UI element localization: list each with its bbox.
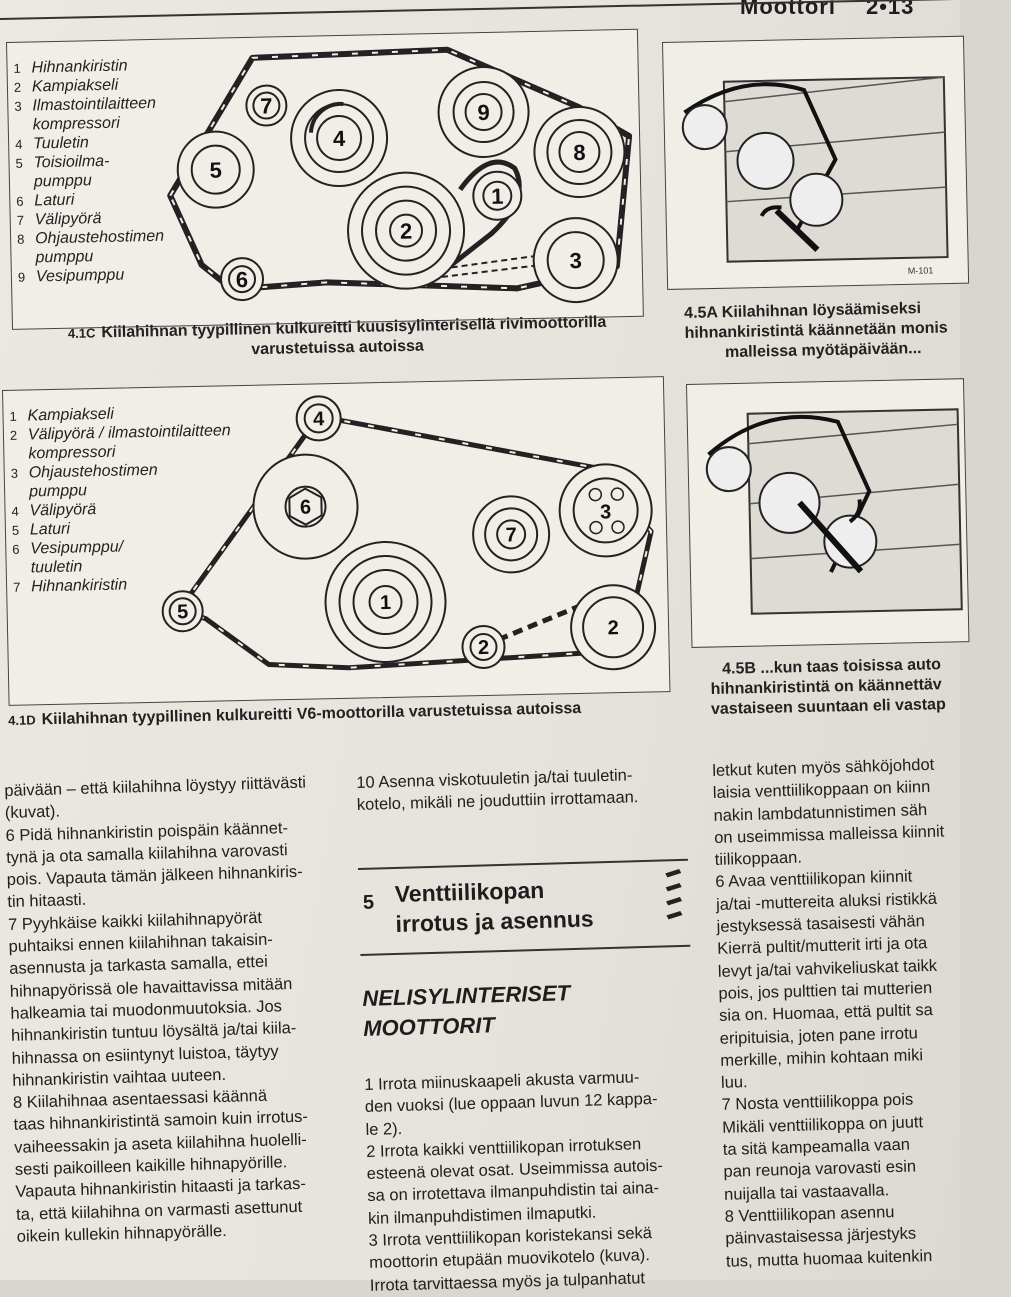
belt-diagram-inline6: 4 9 8 5 7 1 2 3 6 (167, 46, 633, 304)
legend-number: 5 (15, 155, 23, 171)
legend-label: Välipyörä (34, 210, 102, 229)
engine-photo-4-5b (705, 408, 963, 615)
svg-text:3: 3 (600, 501, 612, 523)
legend-label: Laturi (34, 191, 75, 210)
legend-number: 5 (11, 522, 20, 538)
legend-label: Vesipumppu (35, 266, 125, 286)
legend-label: Toisioilma- (33, 152, 110, 172)
legend-number: 8 (16, 231, 25, 247)
text-column-2: 1 Irrota miinuskaapeli akusta varmuu-den… (364, 1065, 702, 1297)
legend-number: 2 (13, 79, 22, 95)
section-title-line: irrotus ja asennus (395, 905, 594, 937)
figure-4-5b-caption: 4.5B ...kun taas toisissa auto hihnankir… (710, 654, 1011, 720)
svg-text:9: 9 (477, 100, 490, 125)
figure-4-1c-legend: 1 Hihnankiristin 2 Kampiakseli 3 Ilmastointil… (13, 56, 165, 287)
legend-number: 3 (14, 98, 22, 114)
text-column-1: päivään – että kiilahihna löystyy riittä… (4, 771, 349, 1248)
legend-line: 8 Ohjaustehostimen (17, 227, 164, 249)
legend-label: Kampiakseli (27, 405, 114, 425)
legend-label: Välipyörä (29, 501, 97, 520)
legend-label: tuuletin (30, 558, 83, 577)
text-column-2-top: 10 Asenna viskotuuletin ja/tai tuuletin-… (356, 763, 687, 817)
belt-diagram-v6: 4 6 3 7 5 1 2 2 (161, 395, 657, 671)
svg-text:8: 8 (573, 140, 586, 165)
legend-number: 2 (9, 427, 18, 443)
svg-text:1: 1 (491, 184, 504, 209)
legend-number: 7 (16, 212, 25, 228)
legend-number: 3 (10, 465, 19, 481)
svg-text:4: 4 (333, 126, 347, 151)
legend-line: 3 Ilmastointilaitteen (14, 94, 161, 116)
legend-label: Vesipumppu/ (30, 538, 124, 558)
legend-number: 1 (9, 408, 17, 424)
legend-number: 7 (12, 579, 21, 595)
difficulty-wrench-icon (665, 869, 683, 920)
legend-line: 9 Vesipumppu (18, 265, 165, 287)
figure-4-5a-caption: 4.5A Kiilahihnan löysäämiseksi hihnankir… (684, 298, 985, 364)
legend-label: Kampiakseli (31, 76, 119, 96)
legend-label: pumppu (33, 172, 92, 191)
svg-text:5: 5 (177, 601, 189, 623)
caption-number: 4.1D (8, 712, 36, 728)
header-page-number: 2•13 (865, 0, 915, 19)
section-title: Venttiilikopan irrotus ja asennus (394, 873, 594, 939)
header-section: Moottori (740, 0, 836, 19)
legend-label: kompressori (32, 114, 121, 134)
legend-label: Tuuletin (32, 134, 90, 153)
caption-line: Kiilahihnan tyypillinen kulkureitti V6-m… (41, 699, 582, 729)
legend-label: Ohjaustehostimen (34, 227, 165, 248)
photo-code: M-101 (908, 265, 934, 276)
svg-text:7: 7 (260, 93, 273, 118)
legend-label: pumppu (35, 248, 94, 267)
legend-label: Ohjaustehostimen (28, 461, 158, 482)
svg-text:6: 6 (300, 497, 312, 519)
figure-4-5b (686, 378, 970, 648)
figure-4-5a: M-101 (662, 35, 970, 290)
legend-label: pumppu (28, 482, 88, 501)
legend-label: Hihnankiristin (30, 576, 128, 596)
svg-text:7: 7 (505, 524, 517, 546)
svg-text:1: 1 (380, 592, 392, 614)
page-header: Moottori 2•13 (740, 0, 914, 20)
svg-text:2: 2 (400, 219, 413, 244)
legend-number: 9 (17, 269, 26, 285)
legend-label: Hihnankiristin (31, 57, 128, 77)
caption-number: 4.1C (67, 325, 96, 342)
section-number: 5 (362, 891, 375, 914)
legend-number: 6 (16, 193, 24, 209)
legend-number: 6 (12, 541, 20, 557)
legend-number: 4 (11, 503, 19, 519)
svg-text:4: 4 (313, 408, 325, 430)
engine-photo-4-5a: M-101 (681, 76, 949, 276)
section-5-header: 5 Venttiilikopan irrotus ja asennus (358, 858, 691, 956)
svg-text:6: 6 (236, 267, 249, 292)
svg-text:3: 3 (569, 248, 582, 273)
figure-4-1c: 1 Hihnankiristin 2 Kampiakseli 3 Ilmastointil… (6, 28, 644, 330)
svg-text:2: 2 (478, 637, 490, 659)
legend-number: 4 (14, 136, 23, 152)
subheading-four-cylinder: NELISYLINTERISET MOOTTORIT (362, 975, 694, 1044)
legend-label: Laturi (29, 520, 71, 539)
legend-number: 1 (13, 60, 21, 76)
svg-text:5: 5 (209, 158, 222, 183)
legend-label: kompressori (28, 443, 116, 463)
legend-label: Ilmastointilaitteen (32, 94, 157, 115)
svg-text:2: 2 (607, 617, 619, 639)
